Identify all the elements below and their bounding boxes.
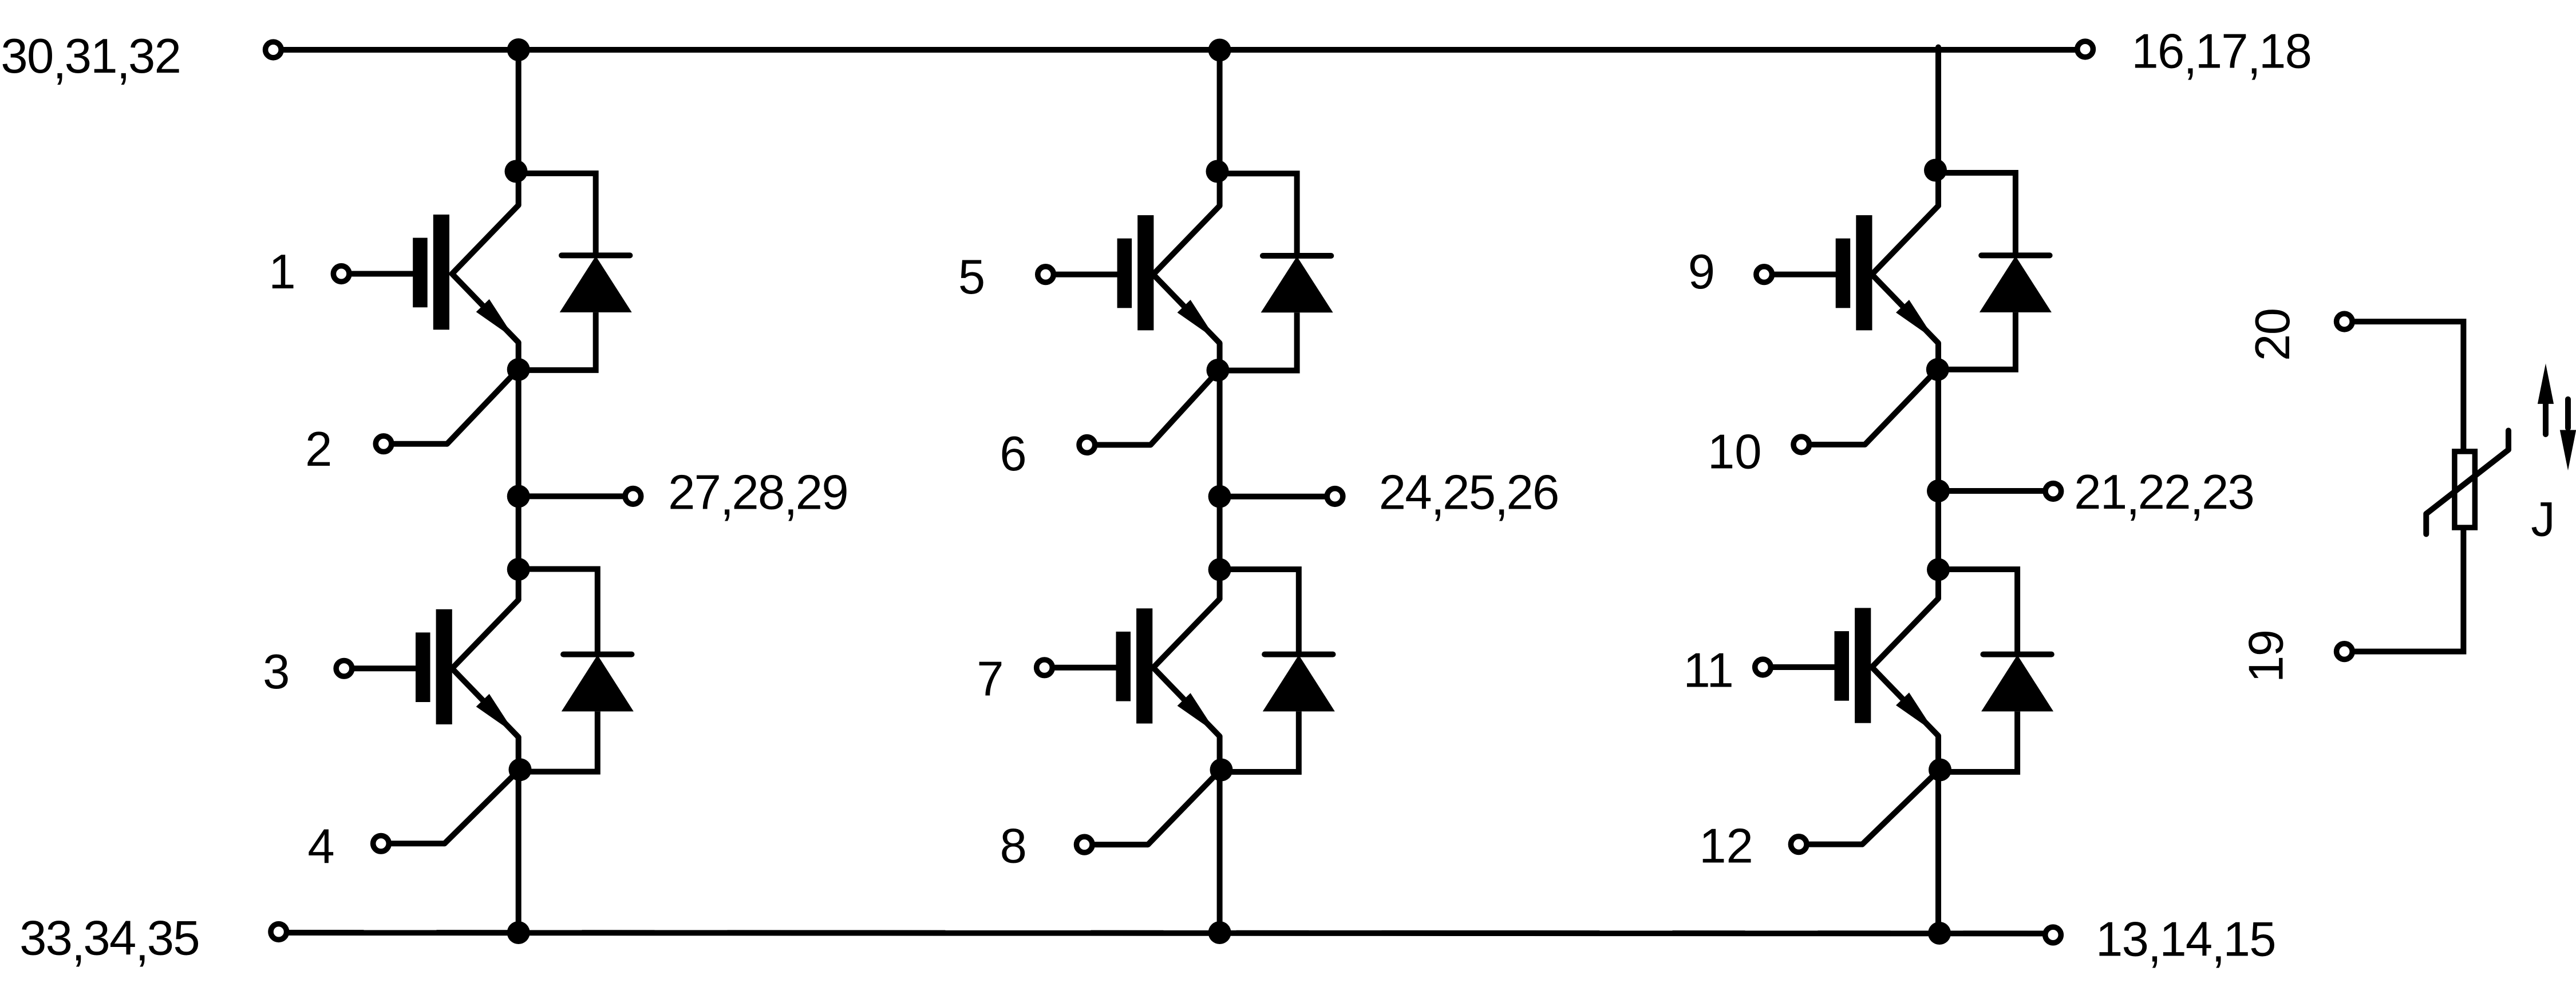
svg-text:30,​31,​32: 30,​31,​32 [1, 29, 181, 89]
svg-text:8: 8 [1000, 819, 1027, 873]
svg-text:1: 1 [268, 245, 295, 299]
svg-text:12: 12 [1699, 819, 1753, 873]
svg-text:2: 2 [305, 422, 332, 477]
svg-text:6: 6 [999, 427, 1026, 481]
svg-text:10: 10 [1708, 425, 1762, 479]
svg-text:11: 11 [1684, 643, 1734, 697]
svg-text:3: 3 [263, 645, 290, 699]
svg-text:4: 4 [307, 820, 334, 874]
svg-text:13,​14,​15: 13,​14,​15 [2096, 913, 2277, 973]
svg-text:21,​22,​23: 21,​22,​23 [2074, 465, 2255, 525]
svg-text:J: J [2531, 493, 2555, 547]
svg-text:7: 7 [977, 652, 1003, 707]
svg-text:9: 9 [1688, 245, 1715, 299]
svg-text:5: 5 [958, 250, 985, 304]
svg-text:16,​17,​18: 16,​17,​18 [2131, 24, 2312, 84]
svg-text:33,​34,​35: 33,​34,​35 [19, 911, 200, 972]
svg-text:19: 19 [2239, 629, 2293, 683]
svg-text:27,​28,​29: 27,​28,​29 [668, 466, 849, 526]
svg-text:24,​25,​26: 24,​25,​26 [1379, 465, 1560, 525]
svg-text:20: 20 [2246, 308, 2300, 361]
